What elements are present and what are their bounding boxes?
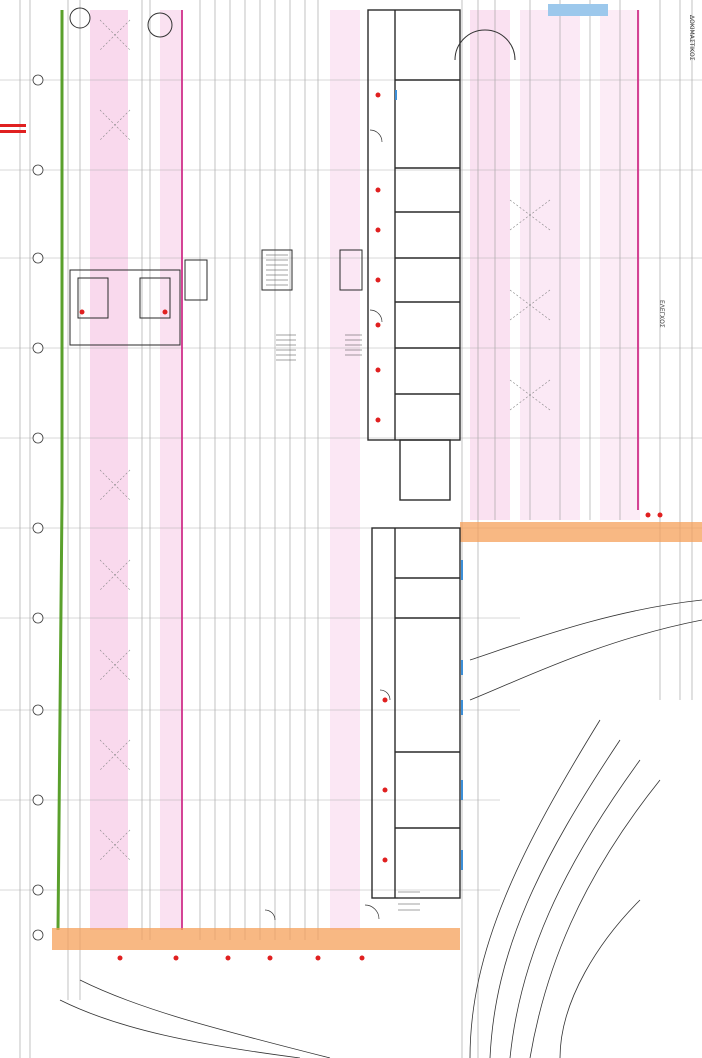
vertical-label-2: ΕΛΕΓΧΟΣ [658,300,665,328]
orange-band-right [460,522,702,542]
track-curves [59,599,702,1058]
green-boundary-line [56,10,64,931]
axis-markers [32,74,44,941]
pink-zone-center [330,10,360,930]
orange-bands [52,522,702,950]
pink-zone-right2 [520,10,580,520]
blue-accents [395,90,463,870]
vertical-grid [19,0,693,1058]
magenta-lines [181,10,639,930]
red-markers [0,92,663,961]
vertical-label-1: ΔΟΚΙΜΑΣΤΙΚΟΣ [688,15,695,61]
left-rooms [69,249,363,346]
orange-band-bottom [52,928,460,950]
pink-zone-left [90,10,128,930]
pink-zone-mid [160,10,182,930]
cross-markers [99,19,551,861]
round-fixtures [69,7,516,61]
pink-zone-right1 [470,10,510,520]
stairs [266,254,420,911]
door-swings [264,129,391,921]
blue-header-block [548,4,608,16]
